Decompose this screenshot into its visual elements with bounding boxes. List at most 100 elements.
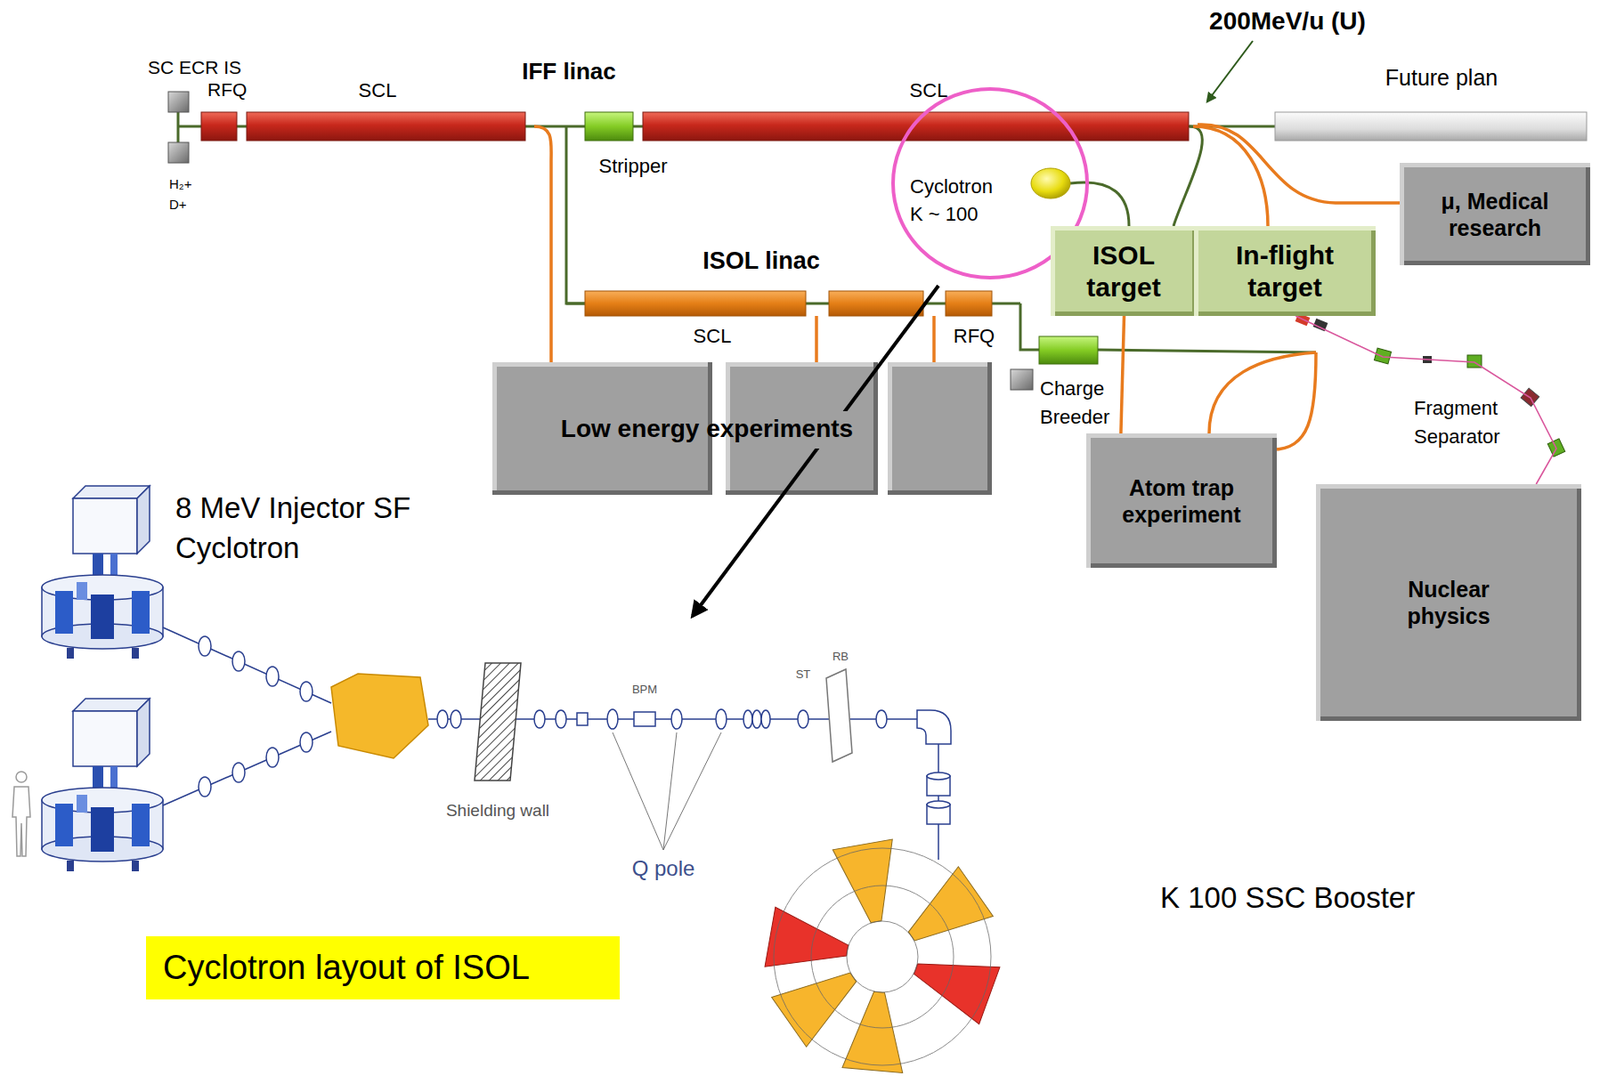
part-label: ST xyxy=(795,668,812,683)
steerer-ring xyxy=(797,710,809,729)
part-label: BPM xyxy=(632,683,658,698)
leader-lines xyxy=(612,732,722,851)
booster-orbits xyxy=(773,848,991,1066)
part-label: Shielding wall xyxy=(446,801,550,821)
part-label: Q pole xyxy=(632,856,696,882)
future-bar xyxy=(1275,112,1587,141)
section-label: Future plan xyxy=(1385,64,1498,91)
isol-scl-bar xyxy=(584,291,806,317)
node-text: Cyclotron K ~ 100 xyxy=(909,172,1010,228)
beam-position-monitor xyxy=(633,712,656,727)
injector-label: 8 MeV Injector SF Cyclotron xyxy=(175,487,412,569)
node-text: In-flight target xyxy=(1204,239,1365,304)
component-label: RFQ xyxy=(953,324,995,348)
component-label: SCL xyxy=(358,79,398,102)
isol-feed-line xyxy=(1173,126,1203,227)
part-label: RB xyxy=(832,650,849,665)
quadrupole xyxy=(715,709,727,730)
solenoid-top xyxy=(926,801,951,809)
quadrupole xyxy=(198,777,212,797)
rfq-module xyxy=(201,112,237,141)
transfer-line xyxy=(162,731,332,806)
orange-beamline xyxy=(932,316,936,363)
atom-trap-line xyxy=(1209,352,1316,434)
isol-scl-bar xyxy=(828,291,924,317)
quadrupole xyxy=(300,682,313,702)
quadrupole xyxy=(761,710,771,729)
ion-source xyxy=(168,142,189,163)
component-label: SC ECR IS xyxy=(147,56,242,79)
breeder-source xyxy=(1010,369,1033,390)
sector-magnet xyxy=(905,941,1000,1025)
component-label: Charge Breeder xyxy=(1039,374,1122,432)
leader-line xyxy=(663,732,722,851)
sector-magnet xyxy=(764,907,853,981)
sector-magnet xyxy=(771,952,871,1048)
orange-beamline xyxy=(534,126,552,363)
orbit-circle xyxy=(773,848,991,1066)
shielding-wall xyxy=(474,663,521,781)
quadrupole-rings xyxy=(198,636,313,797)
scl-bar xyxy=(642,112,1189,141)
charge-breeder-box xyxy=(1039,336,1098,365)
orbit-circle xyxy=(846,921,918,993)
target-box: In-flight target xyxy=(1193,226,1376,317)
leader-line xyxy=(612,732,664,851)
hall-label: Low energy experiments xyxy=(560,414,853,444)
quadrupole xyxy=(437,710,448,729)
isol-rfq xyxy=(945,291,992,317)
booster-label: K 100 SSC Booster xyxy=(1160,881,1415,916)
scl-bar xyxy=(246,112,526,141)
component-label: SCL xyxy=(693,324,732,348)
facility-box: Atom trap experiment xyxy=(1086,433,1277,569)
quadrupole xyxy=(232,651,245,672)
switching-magnet xyxy=(331,674,429,759)
section-label: IFF linac xyxy=(521,58,616,86)
medical-feed-line xyxy=(1197,124,1400,204)
transfer-line xyxy=(162,627,332,704)
injector-cyclotron xyxy=(41,698,163,872)
quadrupole xyxy=(743,710,753,729)
component-label: Fragment Separator xyxy=(1413,394,1514,452)
rebuncher xyxy=(826,669,853,763)
cyclotron-icon xyxy=(1031,168,1071,199)
stripper-box xyxy=(584,112,634,141)
quadrupole xyxy=(232,763,245,783)
person-head xyxy=(16,771,27,783)
node-text: Nuclear physics xyxy=(1386,576,1511,630)
quadrupole xyxy=(534,710,545,729)
node-text: ISOL target xyxy=(1061,239,1186,304)
energy-label: 200MeV/u (U) xyxy=(1209,7,1366,36)
quadrupole xyxy=(266,666,279,687)
quadrupole xyxy=(671,709,683,730)
caption-box: Cyclotron layout of ISOL xyxy=(146,936,620,1000)
transport-elements xyxy=(437,709,887,730)
ssc-booster xyxy=(764,839,1000,1073)
quadrupole xyxy=(266,747,279,768)
orbit-circle xyxy=(811,885,954,1029)
energy-arrow xyxy=(1207,40,1253,102)
quadrupole xyxy=(607,709,618,730)
sector-magnet xyxy=(893,867,993,962)
quadrupole xyxy=(555,710,567,729)
quadrupole xyxy=(300,732,313,753)
quadrupole xyxy=(198,636,212,657)
node-text: μ, Medical research xyxy=(1410,187,1580,242)
quadrupole xyxy=(450,710,462,729)
isol-beamline xyxy=(566,126,585,304)
injector-cyclotron xyxy=(41,486,163,659)
beam-line-connector xyxy=(1120,316,1125,434)
component-label: Stripper xyxy=(598,154,667,178)
person-silhouette xyxy=(12,771,31,857)
component-label: SCL xyxy=(909,79,949,102)
facility-box: Nuclear physics xyxy=(1315,484,1582,722)
quadrupole xyxy=(752,710,762,729)
experiment-hall-bevel xyxy=(887,362,988,491)
inflight-feed-line xyxy=(1193,126,1268,227)
target-box: ISOL target xyxy=(1050,226,1197,317)
beam-species-label: D+ xyxy=(169,196,187,212)
zoom-arrow xyxy=(692,285,939,617)
beam-species-label: H₂+ xyxy=(169,176,192,192)
orange-beamline xyxy=(814,316,819,363)
